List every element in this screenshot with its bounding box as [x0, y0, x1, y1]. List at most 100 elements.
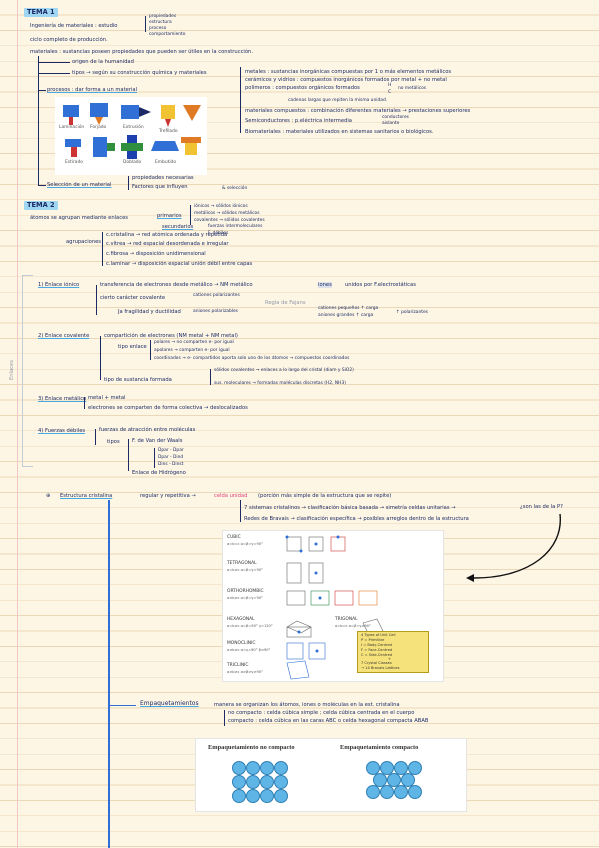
metalico-line1: metal + metal	[88, 395, 126, 401]
polimeros-item: no metálicos	[398, 86, 427, 91]
vdw-item: Dpar - Dind	[158, 455, 184, 460]
ing-item: estructura	[149, 20, 172, 25]
bullet-icon: ⊕	[46, 493, 51, 499]
covalente-item: polares → no comparten e- por igual	[154, 340, 234, 345]
origen-line: origen de la humanidad	[72, 59, 134, 65]
procesos-illustration	[63, 103, 201, 159]
legend-line: I = Body-Centred	[361, 643, 392, 647]
agrupacion-fibrosa: c.fibrosa → disposición unidimensional	[106, 251, 206, 257]
ionico-iones-note: unidos por F.electrostáticas	[345, 282, 416, 288]
estructura-line1: regular y repetitiva →	[140, 493, 196, 499]
atom-circle	[246, 775, 260, 789]
atom-circle	[366, 761, 380, 775]
atom-circle	[380, 761, 394, 775]
debiles-title: 4) Fuerzas débiles	[38, 428, 86, 434]
debiles-tipos: tipos	[107, 439, 120, 445]
lattice-params: a=b≠c α=β=90° γ=120°	[227, 624, 273, 628]
ingenieria-lead: Ingeniería de materiales : estudio	[30, 23, 118, 29]
proceso-label: Laminación	[59, 125, 85, 130]
ceramicos-line: cerámicos y vidrios : compuestos inorgán…	[245, 77, 447, 83]
sistemas-line: 7 sistemas cristalinos → clasificación b…	[244, 505, 456, 511]
atom-circle	[394, 785, 408, 799]
debiles-vdw: F. de Van der Waals	[132, 438, 183, 444]
connector	[210, 369, 211, 385]
primarios-item: covalentes → sólidos covalentes	[194, 218, 265, 223]
compuestos-line: materiales compuestos : combinación dife…	[245, 108, 471, 114]
tipos-line: tipos → según su construcción química y …	[72, 70, 207, 76]
semicon-line: Semiconductores : p.eléctrica intermedia	[245, 118, 352, 124]
ing-item: propiedades	[149, 14, 177, 19]
empaq-nocompacto: no compacto : celda cúbica simple ; celd…	[228, 710, 415, 716]
estructura-line1-end: (porción más simple de la estructura que…	[258, 493, 392, 499]
agrupacion-cristalina: c.cristalina → red atómica ordenada y re…	[106, 232, 228, 238]
ionico-iones: iones	[318, 282, 332, 288]
empaq-figure: Empaquetamiento no compacto Empaquetamie…	[195, 738, 467, 812]
atom-circle	[408, 761, 422, 775]
covalente-item: coordinados → e- compartidos aporta solo…	[154, 356, 350, 361]
connector	[38, 90, 46, 91]
primarios-item: metálicos → sólidos metálicos	[194, 211, 260, 216]
polimeros-cont: cadenas largas que repiten la misma unid…	[288, 98, 388, 103]
ionico-title: 1) Enlace iónico	[38, 282, 80, 288]
atom-circle	[232, 789, 246, 803]
lattice-params: a=b≠c α=β=γ=90°	[227, 568, 263, 572]
connector	[150, 340, 151, 360]
ing-item: comportamiento	[149, 32, 186, 37]
lattice-legend: 4 Types of Unit Cell P = Primitive I = B…	[357, 631, 429, 673]
covalente-sustancia: tipo de sustancia formada	[104, 377, 172, 383]
biomat-line: Biomateriales : materiales utilizados en…	[245, 129, 434, 135]
vdw-item: Dpar - Dpar	[158, 448, 184, 453]
enlaces-bracket	[22, 275, 33, 467]
lattice-params: a=b=c α=β=γ=90°	[227, 542, 263, 546]
regla-fajans: Regla de Fajans	[265, 300, 306, 306]
seleccion-item: & selección	[222, 186, 248, 191]
connector	[108, 705, 136, 706]
agrupaciones-label: agrupaciones	[66, 239, 102, 245]
main-vertical-line	[108, 500, 110, 848]
enlaces-side-label: Enlaces	[9, 360, 15, 380]
metales-line: metales : sustancias inorgánicas compues…	[245, 69, 452, 75]
materiales-bracket	[38, 56, 39, 186]
redes-line: Redes de Bravais → clasificación específ…	[244, 516, 469, 522]
connector	[190, 205, 191, 225]
legend-line: C = Side-Centred	[361, 653, 393, 657]
covalente-sust-item: sus. moleculares → formadas moléculas di…	[214, 381, 346, 386]
ionico-cierto-item: cationes polarizantes	[193, 293, 240, 298]
secundarios-item: F. débiles	[208, 231, 229, 236]
legend-line: 4 Types of Unit Cell	[361, 633, 396, 637]
primarios-label: primarios	[157, 213, 182, 219]
polimeros-item: H	[388, 83, 392, 88]
tema1-title: TEMA 1	[24, 8, 58, 17]
proceso-label: Forjado	[90, 125, 107, 130]
atom-circle	[260, 761, 274, 775]
atom-circle	[274, 775, 288, 789]
atom-circle	[274, 789, 288, 803]
secundarios-label: secundarios	[162, 224, 194, 230]
curved-arrow-icon	[466, 513, 561, 582]
atom-circle	[246, 761, 260, 775]
lattice-params: a≠b≠c α=γ=90° β≠90°	[227, 648, 271, 652]
lattice-name: CUBIC	[227, 535, 241, 540]
atom-circle	[380, 785, 394, 799]
connector	[96, 285, 97, 315]
atom-circle	[246, 789, 260, 803]
covalente-item: apolares → comparten e- por igual	[154, 348, 230, 353]
legend-line: +	[388, 657, 392, 661]
covalente-sust-item: sólidos covalentes → enlaces a lo largo …	[214, 368, 354, 373]
proceso-label: Trefilado	[159, 129, 178, 134]
tipos-brace	[240, 67, 241, 133]
primarios-item: iónicos → sólidos iónicos	[194, 204, 248, 209]
atom-circle	[408, 785, 422, 799]
regla-item: aniones grandes ↑ carga	[318, 313, 374, 318]
connector	[84, 397, 85, 409]
regla-item: cationes pequeños ↑ carga	[318, 306, 379, 311]
proceso-label: Extrusión	[123, 125, 144, 130]
proceso-label: Doblado	[123, 160, 142, 165]
sistemas-question: ¿son las de la P?	[520, 504, 563, 510]
seleccion-item: propiedades necesarias	[132, 175, 194, 181]
materiales-line: materiales : sustancias poseen propiedad…	[30, 49, 253, 55]
atom-circle	[373, 773, 387, 787]
debiles-hidrogeno: Enlace de Hidrógeno	[132, 470, 186, 476]
lattice-name: MONOCLINIC	[227, 641, 256, 646]
ciclo-line: ciclo completo de producción.	[30, 37, 108, 43]
